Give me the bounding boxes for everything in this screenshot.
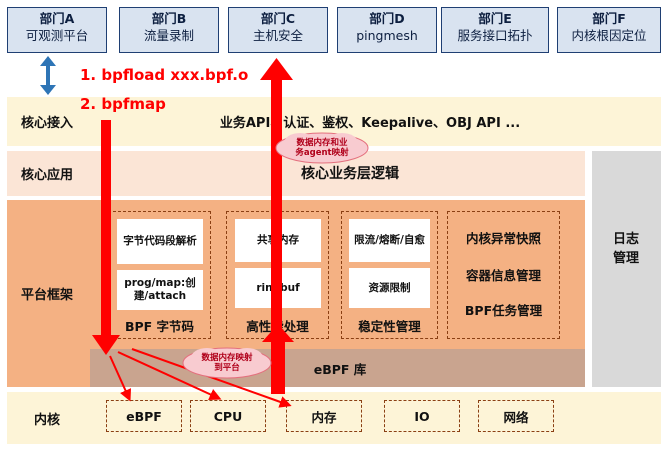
cloud-bottom-line1: 数据内存映射 — [201, 353, 253, 363]
bytecode-parse-box: 字节代码段解析 — [117, 219, 203, 264]
kernel-snapshot-label: 内核异常快照 — [465, 231, 541, 246]
container-info-label: 容器信息管理 — [465, 268, 541, 283]
department-name: 部门D — [369, 11, 405, 26]
log-mgmt-label: 日志管理 — [612, 232, 639, 266]
department-a: 部门A 可观测平台 — [7, 7, 107, 53]
kernel-item-io: IO — [384, 400, 460, 432]
department-desc: 主机安全 — [252, 28, 303, 43]
department-d: 部门D pingmesh — [337, 7, 437, 53]
department-c: 部门C 主机安全 — [228, 7, 328, 53]
department-desc: 流量录制 — [143, 28, 194, 43]
department-desc: 可观测平台 — [25, 28, 89, 43]
department-desc: pingmesh — [356, 28, 418, 43]
cloud-shape-top — [275, 132, 369, 164]
core-access-content: 业务API、认证、鉴权、Keepalive、OBJ API ... — [219, 115, 521, 131]
kernel-item-ebpf: eBPF — [106, 400, 182, 432]
department-name: 部门B — [151, 11, 187, 26]
bpf-bytecode-label: BPF 字节码 — [124, 319, 195, 334]
bpf-bytecode-group: 字节代码段解析 prog/map:创建/attach BPF 字节码 — [108, 211, 211, 339]
bpf-task-label: BPF任务管理 — [464, 303, 543, 318]
department-name: 部门F — [592, 11, 626, 26]
red-down-arrow — [92, 120, 120, 355]
core-access-label: 核心接入 — [20, 116, 73, 131]
department-name: 部门A — [39, 11, 75, 26]
step-1-label: 1. bpfload xxx.bpf.o — [80, 66, 249, 84]
prog-map-create-box: prog/map:创建/attach — [117, 270, 203, 310]
department-desc: 服务接口拓扑 — [457, 28, 533, 43]
core-app-label: 核心应用 — [20, 168, 73, 183]
platform-label: 平台框架 — [20, 288, 73, 303]
kernel-item-memory: 内存 — [286, 400, 362, 432]
stability-label: 稳定性管理 — [358, 319, 421, 334]
cloud-top-line2: 务agent映射 — [295, 148, 349, 158]
blue-double-arrow — [40, 56, 56, 95]
stability-group: 限流/熔断/自愈 资源限制 稳定性管理 — [341, 211, 438, 339]
department-name: 部门E — [478, 11, 512, 26]
cloud-top: 数据内存和业 务agent映射 — [276, 133, 368, 163]
kernel-item-cpu: CPU — [190, 400, 266, 432]
red-up-arrow-from-memory — [262, 324, 294, 394]
red-up-arrow-to-dept-c — [260, 58, 293, 345]
resource-limit-box: 资源限制 — [349, 268, 430, 308]
department-b: 部门B 流量录制 — [119, 7, 219, 53]
cloud-top-line1: 数据内存和业 — [296, 138, 348, 148]
core-app-content: 核心业务层逻辑 — [301, 166, 399, 182]
kernel-item-network: 网络 — [478, 400, 554, 432]
ebpf-lib-band — [90, 349, 585, 387]
department-name: 部门C — [260, 11, 296, 26]
department-e: 部门E 服务接口拓扑 — [441, 7, 549, 53]
ebpf-lib-label: eBPF 库 — [313, 361, 367, 377]
kernel-label: 内核 — [33, 412, 60, 428]
department-desc: 内核根因定位 — [571, 28, 647, 43]
step-2-label: 2. bpfmap — [80, 95, 166, 113]
rate-limit-box: 限流/熔断/自愈 — [349, 219, 430, 262]
log-mgmt-panel — [592, 151, 661, 387]
cloud-bottom: 数据内存映射 到平台 — [183, 348, 271, 378]
cloud-bottom-line2: 到平台 — [214, 363, 240, 373]
right-mgmt-group: 内核异常快照 容器信息管理 BPF任务管理 — [447, 211, 560, 339]
cloud-shape-bottom — [182, 347, 272, 379]
department-f: 部门F 内核根因定位 — [557, 7, 661, 53]
